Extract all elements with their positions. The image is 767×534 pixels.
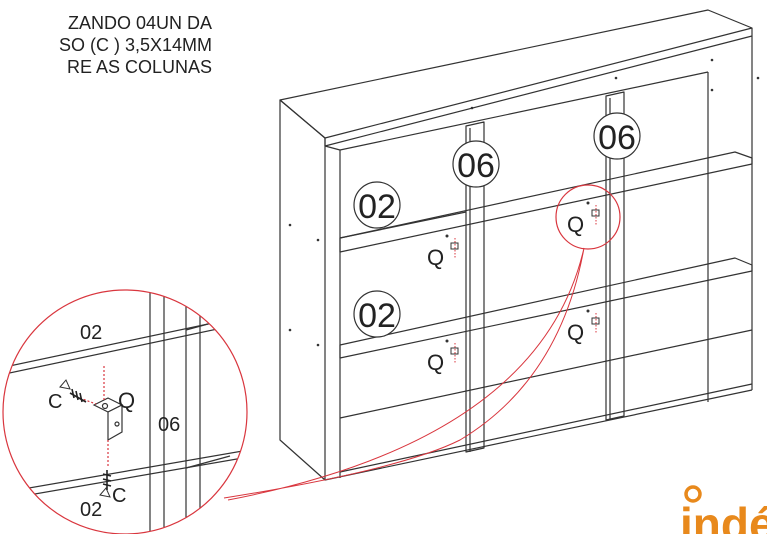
callout-shelf-top-label: 02 [358, 188, 396, 226]
bracket-q-3: Q [427, 339, 459, 375]
zoom-source-circle [555, 184, 621, 250]
bracket-q-4: Q [567, 309, 600, 345]
instruction-line-2: SO (C ) 3,5X14MM [58, 35, 212, 55]
bracket-q-2-label: Q [567, 212, 584, 237]
bracket-q-1: Q [427, 234, 459, 270]
callout-column-right-label: 06 [598, 119, 636, 157]
callout-shelf-top: 02 [353, 181, 401, 229]
screw-icon-bottom [102, 470, 112, 490]
shelf-middle [339, 257, 753, 359]
shelf-top [339, 151, 753, 253]
screw-icon [69, 388, 87, 403]
brand-logo: indé [680, 485, 767, 534]
dowel-holes [288, 58, 760, 347]
cabinet-left-side [279, 99, 326, 481]
zoom-connector [223, 247, 585, 501]
bracket-q-2: Q [567, 201, 600, 237]
bracket-q-3-label: Q [427, 350, 444, 375]
assembly-instructions: ZANDO 04UN DA SO (C ) 3,5X14MM RE AS COL… [0, 12, 240, 78]
bracket-q-1-label: Q [427, 245, 444, 270]
column-right [605, 91, 625, 421]
callout-column-left-label: 06 [457, 147, 495, 185]
bracket-markers: Q Q Q Q [427, 201, 600, 375]
screw-marker-bottom [99, 487, 111, 498]
detail-shelf-top-label: 02 [80, 322, 102, 344]
cabinet [279, 9, 753, 481]
detail-shelf-bottom-label: 02 [80, 499, 102, 521]
callout-column-left: 06 [452, 140, 500, 188]
cabinet-top [279, 9, 753, 139]
brand-logo-text: indé [680, 498, 767, 534]
detail-column-label: 06 [158, 414, 180, 436]
instruction-line-3: RE AS COLUNAS [66, 57, 212, 77]
detail-screw-bottom-label: C [112, 485, 126, 507]
bracket-q-4-label: Q [567, 320, 584, 345]
screw-marker-top [59, 379, 71, 390]
detail-screw-top-label: C [48, 391, 62, 413]
detail-bracket-label: Q [118, 388, 135, 413]
column-left [465, 121, 485, 453]
callout-shelf-bottom-label: 02 [358, 297, 396, 335]
callout-shelf-bottom: 02 [353, 290, 401, 338]
callout-column-right: 06 [593, 112, 641, 160]
instruction-line-1: ZANDO 04UN DA [67, 13, 212, 33]
detail-magnifier: 02 02 06 Q C C [2, 289, 248, 534]
